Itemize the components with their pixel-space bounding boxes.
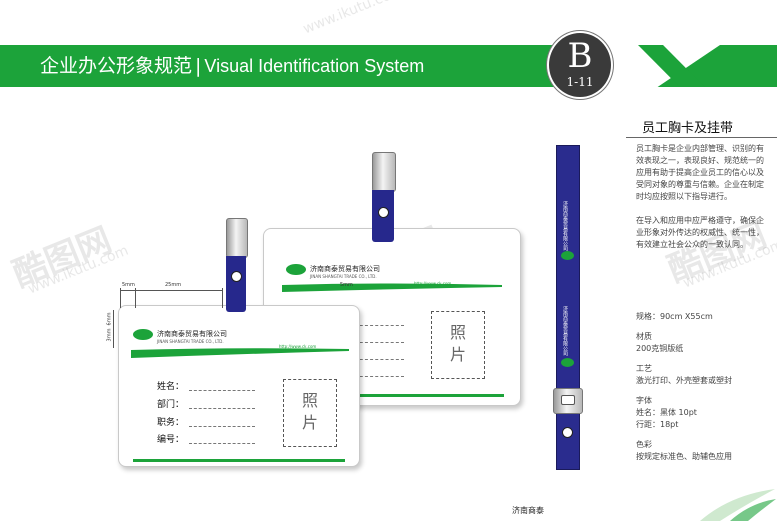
material-label: 材质 — [636, 332, 652, 341]
description-paragraph: 员工胸卡是企业内部管理、识别的有效表现之一，表现良好、规范统一的应用有助于提高企… — [636, 144, 764, 201]
company-url: http://www.ck.com — [414, 281, 452, 286]
badge-card-front: 济南商泰贸易有限公司 JINAN SHANGTAI TRADE CO., LTD… — [118, 305, 360, 467]
spec-text: 规格：90cm X55cm — [636, 312, 713, 321]
footer-leaf-decoration — [700, 489, 776, 521]
dimension-label: 5mm — [340, 282, 353, 288]
badge-clip-metal — [372, 152, 396, 192]
name-line — [189, 390, 255, 391]
company-name-en: JINAN SHANGTAI TRADE CO., LTD. — [157, 339, 224, 344]
dimension-tick — [120, 288, 121, 308]
field-number-label: 编号： — [157, 435, 185, 445]
dimension-line — [120, 290, 222, 291]
dimension-line — [113, 310, 114, 348]
font-value: 行距：18pt — [636, 420, 679, 429]
clip-hole — [231, 271, 242, 282]
dimension-label: 6mm — [106, 312, 113, 326]
page-title: 企业办公形象规范|Visual Identification System — [40, 52, 424, 80]
card-bottom-bar — [280, 394, 504, 397]
photo-label: 照 — [301, 391, 318, 410]
lanyard-logo — [561, 251, 574, 260]
photo-placeholder: 照 片 — [283, 379, 337, 447]
title-separator: | — [195, 55, 202, 77]
dimension-label: 3mm — [106, 328, 113, 342]
green-swoosh — [131, 348, 349, 358]
material-value: 200克铜版纸 — [636, 344, 684, 353]
company-logo — [133, 329, 153, 340]
photo-label: 片 — [301, 413, 318, 432]
clip-hole — [378, 207, 389, 218]
company-name-en: JINAN SHANGTAI TRADE CO., LTD. — [310, 274, 377, 279]
card-bottom-bar — [133, 459, 345, 462]
font-label: 字体 — [636, 396, 652, 405]
photo-label: 片 — [449, 345, 466, 364]
title-cn: 企业办公形象规范 — [40, 55, 193, 77]
badge-clip-metal — [226, 218, 248, 258]
number-line — [189, 443, 255, 444]
badge-letter: B — [567, 36, 593, 76]
badge-code: 1-11 — [566, 75, 594, 89]
lanyard-hole — [562, 427, 573, 438]
field-line — [334, 342, 404, 343]
company-logo — [286, 264, 306, 275]
dimension-tick — [222, 288, 223, 308]
company-url: http://www.ck.com — [279, 344, 317, 349]
dimension-label: 25mm — [165, 282, 182, 288]
section-title: 员工胸卡及挂带 — [642, 121, 734, 136]
lanyard-strap: 济南商泰贸易有限公司 济南商泰贸易有限公司 — [556, 145, 580, 470]
field-line — [334, 376, 404, 377]
lanyard-logo — [561, 358, 574, 367]
color-value: 按规定标准色、助辅色应用 — [636, 452, 732, 461]
dimension-tick — [135, 288, 136, 308]
field-name-label: 姓名： — [157, 382, 185, 392]
badge-clip-strap — [226, 256, 246, 312]
watermark-url: www.ikutu.com — [300, 0, 406, 38]
field-line — [334, 359, 404, 360]
process-label: 工艺 — [636, 364, 652, 373]
description-paragraph: 在导入和应用中应严格遵守，确保企业形象对外传达的权威性、统一性，有效建立社会公众… — [636, 216, 764, 249]
title-line — [189, 426, 255, 427]
color-label: 色彩 — [636, 440, 652, 449]
lanyard-clip-slot — [561, 395, 575, 405]
title-underline — [626, 137, 777, 138]
green-swoosh — [282, 283, 502, 292]
section-badge: B 1-11 — [547, 31, 613, 99]
process-value: 激光打印、外壳塑套或塑封 — [636, 376, 732, 385]
field-title-label: 职务： — [157, 418, 185, 428]
photo-label: 照 — [449, 323, 466, 342]
photo-placeholder: 照 片 — [431, 311, 485, 379]
dept-line — [189, 408, 255, 409]
field-dept-label: 部门： — [157, 400, 185, 410]
footer-company: 济南商泰 — [512, 506, 544, 515]
lanyard-text: 济南商泰贸易有限公司 — [562, 201, 568, 251]
lanyard-text: 济南商泰贸易有限公司 — [562, 306, 568, 356]
company-name-cn: 济南商泰贸易有限公司 — [310, 265, 380, 273]
company-name-cn: 济南商泰贸易有限公司 — [157, 330, 227, 338]
field-line — [334, 325, 404, 326]
dimension-label: 5mm — [122, 282, 135, 288]
title-en: Visual Identification System — [204, 56, 425, 76]
font-value: 姓名：黑体 10pt — [636, 408, 697, 417]
